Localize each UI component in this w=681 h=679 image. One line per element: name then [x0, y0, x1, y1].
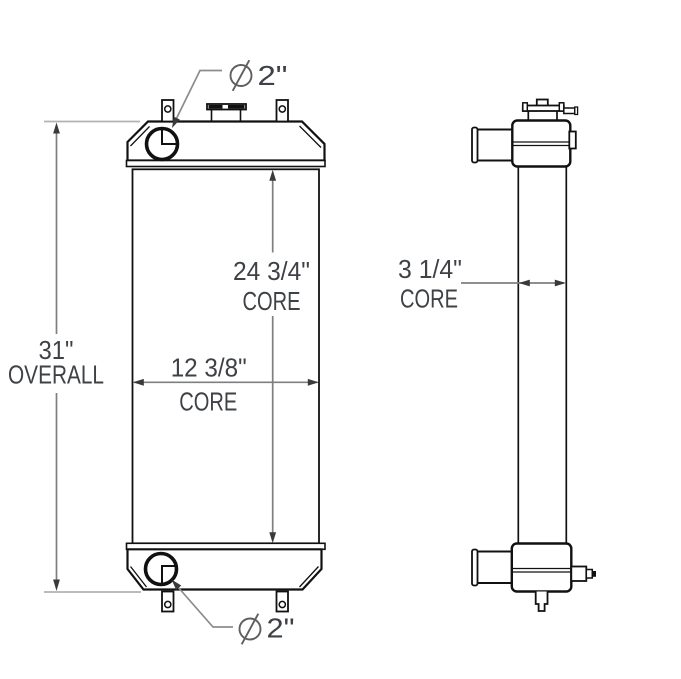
filler-cap-bar [206, 103, 247, 111]
filler-cap-bar-fill-right [228, 105, 245, 109]
drain-fitting-body [570, 565, 588, 582]
core-height-caption: CORE [243, 286, 301, 316]
core-width-caption: CORE [179, 387, 237, 417]
bottom-outlet-diameter-value: 2" [267, 613, 295, 644]
core-width-value: 12 3/8" [171, 353, 247, 383]
side-inlet-pipe [476, 128, 514, 162]
diameter-symbol [238, 613, 262, 645]
callout-top-inlet: 2" [172, 59, 288, 128]
arrowhead-up [269, 169, 277, 181]
cap-bar-tick-right [558, 102, 565, 112]
diameter-symbol [229, 59, 253, 92]
leader-line [173, 581, 233, 628]
top-bracket-right-hole [278, 105, 287, 113]
bottom-tank-inner-chamfer-left [129, 566, 148, 588]
top-tank-rim [125, 159, 326, 168]
diameter-symbol-slash [231, 59, 251, 92]
leader-arrowhead [171, 579, 182, 590]
filler-cap-side [521, 98, 579, 121]
top-tank-inner-chamfer-right [299, 125, 322, 148]
overall-height-value: 31" [39, 335, 74, 365]
arrowhead-right [554, 279, 566, 287]
core-depth-value: 3 1/4" [398, 254, 462, 284]
diameter-symbol-circle [229, 64, 253, 87]
callout-bottom-outlet: 2" [171, 579, 295, 645]
cap-bar-tick-left [522, 102, 529, 112]
diameter-symbol-circle [238, 617, 262, 641]
side-top-bracket-plate [568, 130, 577, 150]
bottom-foot-left-hole [163, 600, 172, 609]
core-depth-caption: CORE [400, 284, 458, 314]
dimension-core-depth: 3 1/4" CORE [398, 254, 566, 314]
core-outline [131, 168, 320, 545]
top-bracket-left-hole [163, 105, 172, 113]
side-outlet-pipe-flange [471, 548, 479, 587]
arrowhead-right [307, 378, 319, 386]
side-outlet-pipe [476, 550, 513, 584]
arrowhead-down [53, 579, 60, 591]
side-view [471, 98, 596, 612]
top-bracket-right [275, 99, 289, 123]
inlet-port-quarter-mark [161, 128, 178, 145]
drain-fitting-neck [585, 568, 594, 579]
dimension-overall-height: 31" OVERALL [8, 120, 141, 593]
filler-cap-bar-fill-left [208, 105, 223, 109]
cap-bar [521, 104, 565, 112]
arrowhead-left [518, 279, 530, 287]
filler-cap-front [206, 103, 247, 122]
top-inlet-diameter-value: 2" [258, 60, 288, 91]
outlet-port-quarter-mark [161, 565, 177, 585]
leader-line [172, 69, 222, 125]
drain-fitting-tip [591, 571, 596, 577]
side-inlet-pipe-flange [471, 126, 479, 164]
bottom-tank-inner-chamfer-right [299, 566, 319, 588]
arrowhead-down [269, 532, 277, 544]
core-height-value: 24 3/4" [233, 256, 310, 286]
top-bracket-left [161, 99, 175, 123]
front-view [125, 99, 326, 613]
dimension-core-width: 12 3/8" CORE [132, 353, 319, 417]
top-tank-inner-chamfer-left [130, 126, 150, 147]
arrowhead-left [132, 378, 144, 386]
overall-height-caption: OVERALL [8, 360, 104, 390]
side-bottom-tank [510, 542, 573, 593]
arrowhead-up [53, 122, 60, 134]
overflow-nipple [563, 107, 576, 115]
diameter-symbol-slash [240, 613, 260, 645]
bottom-tank-outline [126, 548, 323, 591]
bottom-foot-right-hole [278, 600, 287, 609]
overflow-nipple-tip [574, 106, 579, 116]
leader-arrowhead [172, 116, 180, 128]
dimension-core-height: 24 3/4" CORE [233, 169, 310, 544]
side-bottom-tab [534, 591, 549, 612]
side-top-tank [511, 119, 572, 168]
